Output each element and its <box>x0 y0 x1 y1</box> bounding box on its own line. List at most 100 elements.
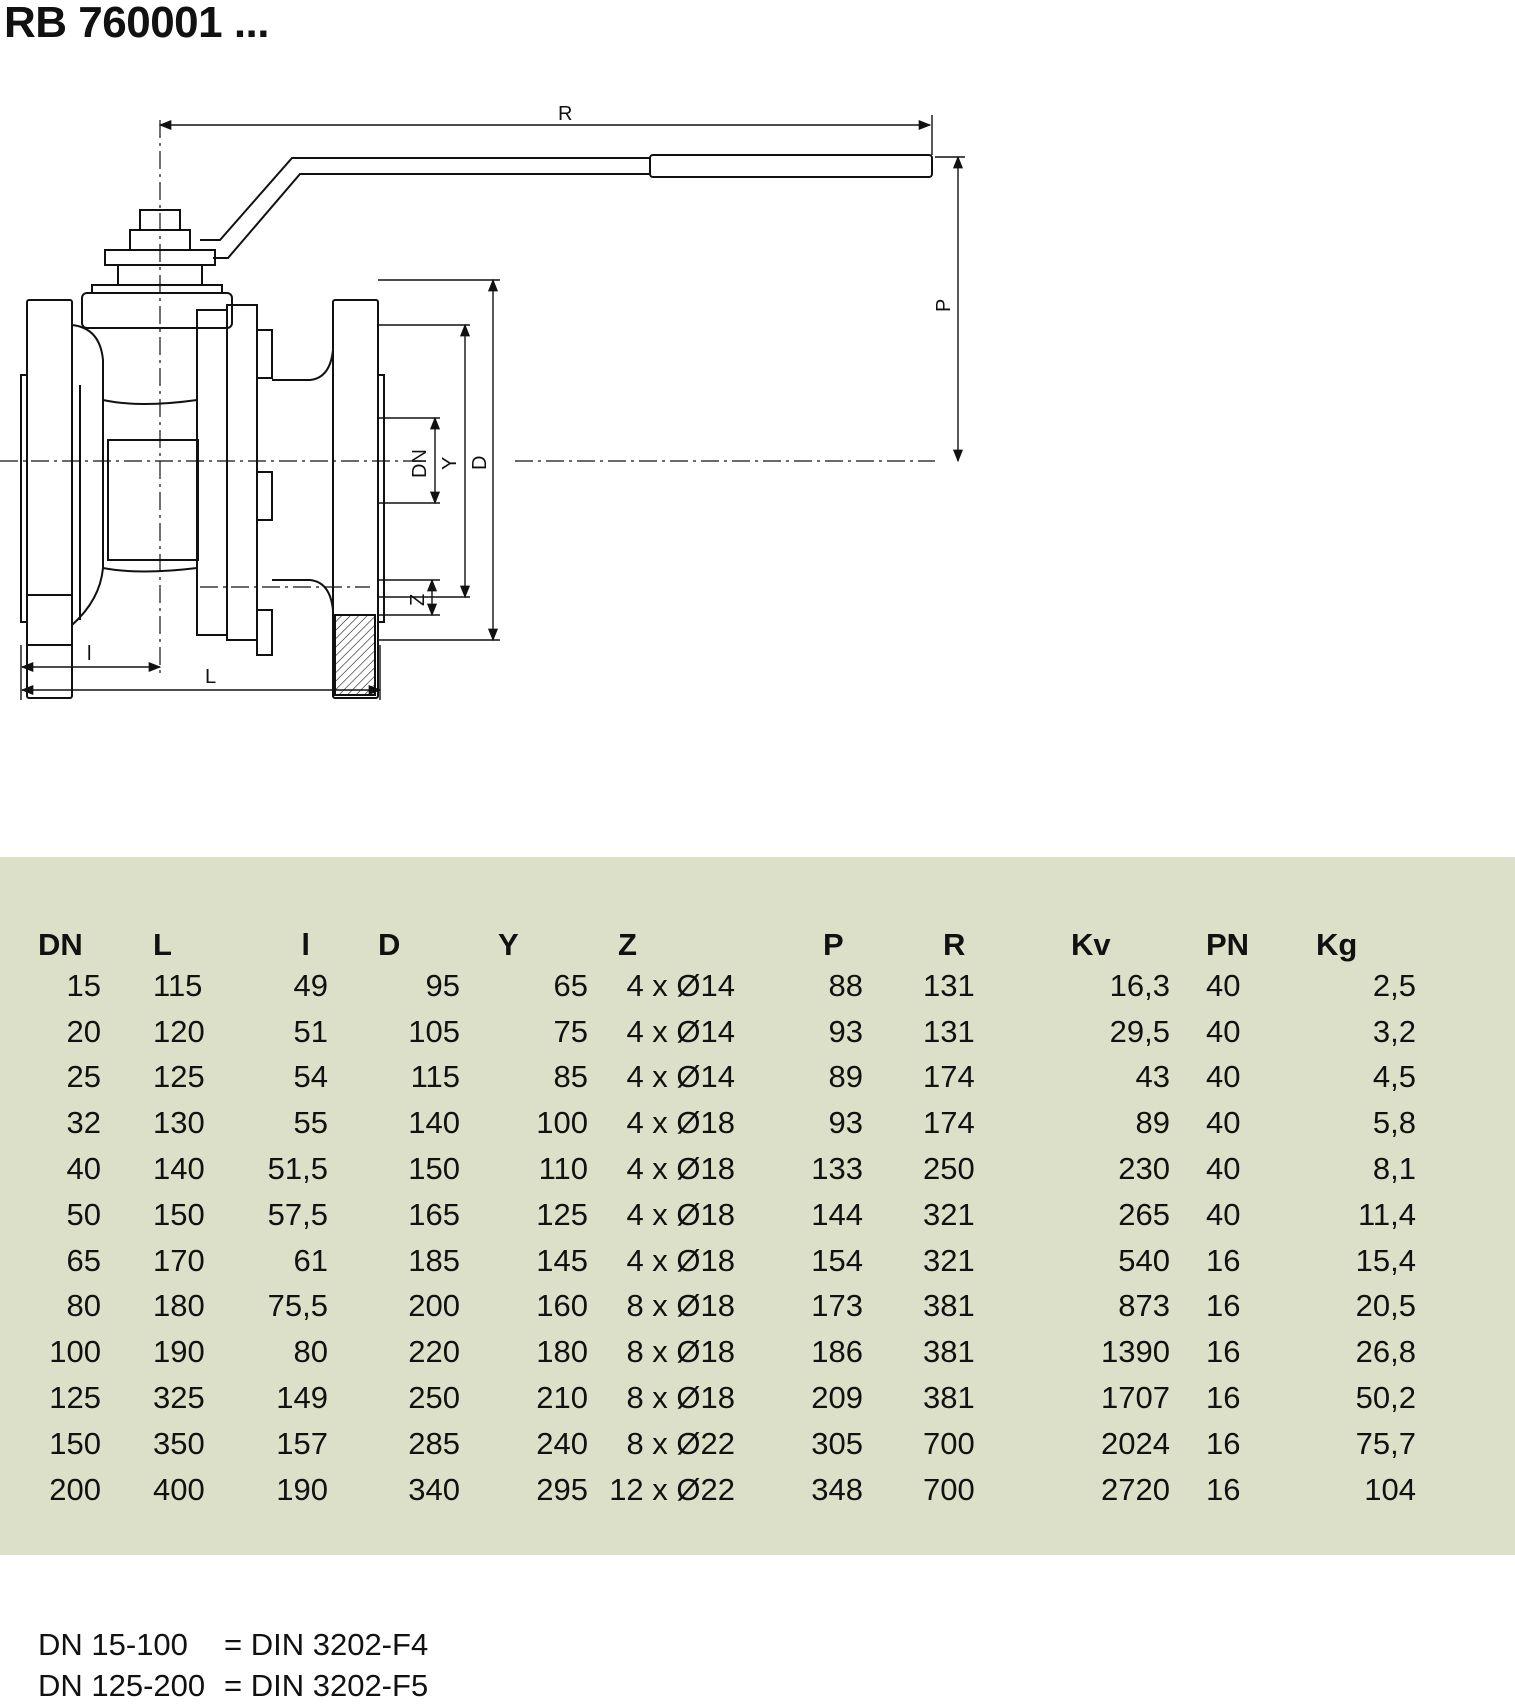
cell-l-total: 150 <box>153 1196 205 1232</box>
lever-grip <box>649 154 933 178</box>
cell-dn: 100 <box>49 1334 101 1370</box>
cell-d: 150 <box>408 1151 460 1187</box>
cell-kv: 43 <box>1135 1059 1170 1095</box>
cell-kv: 2720 <box>1101 1471 1170 1507</box>
cell-dn: 65 <box>66 1242 101 1278</box>
cell-z: 4 x Ø18 <box>626 1105 735 1141</box>
cell-l: 54 <box>293 1059 328 1095</box>
cell-kv: 29,5 <box>1109 1013 1170 1049</box>
note-row: DN 125-200= DIN 3202-F5 <box>38 1665 428 1706</box>
cell-d: 185 <box>408 1242 460 1278</box>
cell-kg: 15,4 <box>1355 1242 1416 1278</box>
cell-p: 93 <box>828 1105 863 1141</box>
cell-l: 51 <box>293 1013 328 1049</box>
cell-r: 381 <box>923 1288 975 1324</box>
cell-dn: 125 <box>49 1380 101 1416</box>
cell-l-total: 140 <box>153 1151 205 1187</box>
note-row: DN 15-100= DIN 3202-F4 <box>38 1624 428 1665</box>
cell-y: 75 <box>553 1013 588 1049</box>
cell-l: 55 <box>293 1105 328 1141</box>
cell-l-total: 115 <box>153 967 203 1003</box>
cell-z: 8 x Ø22 <box>626 1425 735 1461</box>
col-header-pn: PN <box>1206 927 1250 962</box>
col-header-p: P <box>823 927 844 962</box>
col-header-d: D <box>378 927 401 962</box>
cell-l-total: 325 <box>153 1380 205 1416</box>
cell-d: 95 <box>425 967 460 1003</box>
cell-d: 200 <box>408 1288 460 1324</box>
cell-r: 321 <box>923 1196 975 1232</box>
cell-kg: 26,8 <box>1355 1334 1416 1370</box>
dim-label-Y: Y <box>439 457 461 470</box>
cell-kg: 2,5 <box>1372 967 1416 1003</box>
cell-l-total: 120 <box>153 1013 205 1049</box>
cell-y: 180 <box>536 1334 588 1370</box>
cell-z: 4 x Ø18 <box>626 1242 735 1278</box>
col-header-z: Z <box>618 927 637 962</box>
dim-label-P: P <box>933 299 955 312</box>
cell-l-total: 130 <box>153 1105 205 1141</box>
cell-kg: 75,7 <box>1355 1425 1416 1461</box>
dim-label-D: D <box>469 456 491 470</box>
cell-dn: 25 <box>66 1059 101 1095</box>
note-range: DN 15-100 <box>38 1627 188 1662</box>
cell-kv: 1707 <box>1101 1380 1170 1416</box>
cell-d: 165 <box>408 1196 460 1232</box>
cell-pn: 40 <box>1206 1151 1241 1187</box>
cell-pn: 16 <box>1206 1471 1241 1507</box>
cell-kg: 3,2 <box>1372 1013 1416 1049</box>
cell-z: 4 x Ø14 <box>626 1013 735 1049</box>
cell-kv: 2024 <box>1101 1425 1170 1461</box>
cell-dn: 80 <box>66 1288 101 1324</box>
cell-kg: 4,5 <box>1372 1059 1416 1095</box>
cell-l: 49 <box>293 967 328 1003</box>
ball-valve-technical-drawing: R P DN Y D Z l L <box>0 103 965 700</box>
cell-kv: 230 <box>1118 1151 1170 1187</box>
cell-z: 8 x Ø18 <box>626 1334 735 1370</box>
cell-l: 80 <box>293 1334 328 1370</box>
cell-r: 131 <box>923 967 975 1003</box>
dim-label-l: l <box>87 643 91 665</box>
cell-z: 4 x Ø18 <box>626 1151 735 1187</box>
cell-y: 65 <box>553 967 588 1003</box>
cell-y: 240 <box>536 1425 588 1461</box>
cell-kg: 104 <box>1364 1471 1416 1507</box>
cell-l-total: 170 <box>153 1242 205 1278</box>
cell-p: 305 <box>811 1425 863 1461</box>
col-header-l-total: L <box>153 927 172 962</box>
cell-kv: 16,3 <box>1109 967 1170 1003</box>
col-header-kv: Kv <box>1071 927 1111 962</box>
col-header-y: Y <box>498 927 519 962</box>
cell-d: 340 <box>408 1471 460 1507</box>
cell-kv: 873 <box>1118 1288 1170 1324</box>
cell-y: 110 <box>538 1151 588 1187</box>
cell-l-total: 125 <box>153 1059 205 1095</box>
cell-dn: 40 <box>66 1151 101 1187</box>
cell-dn: 20 <box>66 1013 101 1049</box>
cell-d: 220 <box>408 1334 460 1370</box>
cell-dn: 50 <box>66 1196 101 1232</box>
cell-y: 160 <box>536 1288 588 1324</box>
cell-l-total: 180 <box>153 1288 205 1324</box>
cell-pn: 16 <box>1206 1242 1241 1278</box>
left-flange <box>26 299 73 699</box>
cell-dn: 32 <box>66 1105 101 1141</box>
cell-z: 4 x Ø14 <box>626 1059 735 1095</box>
cell-y: 295 <box>536 1471 588 1507</box>
cell-kg: 8,1 <box>1372 1151 1416 1187</box>
cell-pn: 40 <box>1206 1059 1241 1095</box>
cell-p: 93 <box>828 1013 863 1049</box>
cell-kv: 89 <box>1135 1105 1170 1141</box>
cell-l: 75,5 <box>267 1288 328 1324</box>
